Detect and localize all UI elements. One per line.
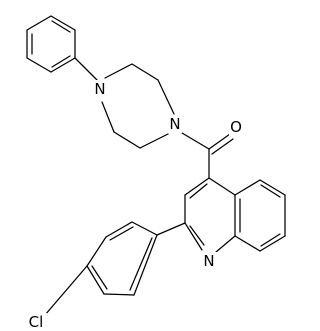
atom-label-n-piperazine-2: N [168,115,182,133]
svg-text:N: N [203,252,214,270]
bond-quinoline-aryl [156,222,186,236]
bond-phenyl-n [74,57,100,83]
atom-label-cl: Cl [25,313,47,331]
atom-label-n-quinoline: N [202,252,217,270]
phenyl-ring [26,15,76,73]
bond-c-cl [44,265,88,316]
svg-text:N: N [94,80,105,98]
svg-text:O: O [230,118,242,136]
carbonyl-group [208,133,234,179]
quinoline-benzo-ring [234,179,286,252]
bond-n-carbonyl [181,132,210,150]
atom-label-n-piperazine-1: N [93,80,107,98]
svg-text:N: N [169,115,180,133]
chlorophenyl-ring [86,221,158,296]
piperazine-ring [101,63,175,149]
quinoline-pyridine-ring [184,177,236,253]
atom-label-o-carbonyl: O [229,118,244,136]
svg-text:Cl: Cl [29,313,44,331]
